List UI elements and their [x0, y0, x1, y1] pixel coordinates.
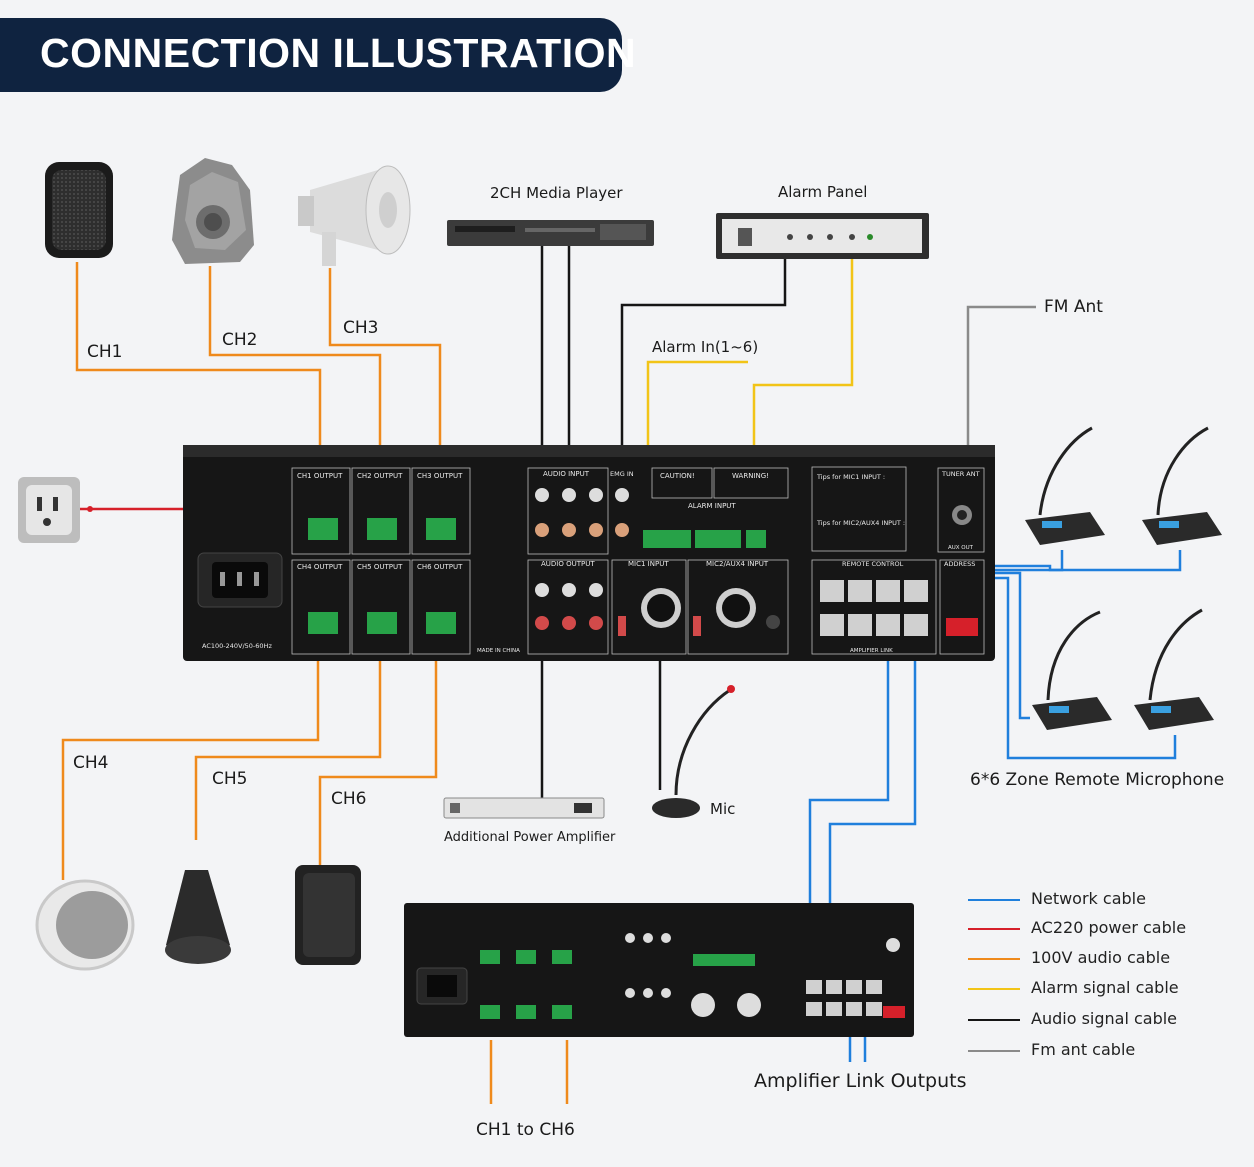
power-rating-text: AC100-240V/50-60Hz	[202, 642, 272, 650]
ch3-label: CH3	[343, 318, 379, 338]
legend-item-alarm: Alarm signal cable	[968, 978, 1228, 1000]
ch4-output-label: CH4 OUTPUT	[297, 563, 343, 571]
tips-mic1-text: Tips for MIC1 INPUT :	[816, 473, 885, 481]
ch1-output-label: CH1 OUTPUT	[297, 472, 343, 480]
ch1-to-ch6-label: CH1 to CH6	[476, 1120, 575, 1140]
link-outputs-label: Amplifier Link Outputs	[754, 1070, 967, 1092]
legend-swatch	[968, 928, 1020, 930]
output-blocks	[291, 467, 471, 655]
legend-item-100v: 100V audio cable	[968, 948, 1228, 970]
legend-item-audio: Audio signal cable	[968, 1009, 1228, 1031]
amplifier-link-label: AMPLIFIER LINK	[850, 648, 893, 654]
link-amplifier	[404, 903, 914, 1037]
gooseneck-mic-icon	[652, 685, 735, 818]
wall-speaker-icon	[295, 865, 361, 965]
audio-input-label: AUDIO INPUT	[543, 470, 590, 478]
legend-label: 100V audio cable	[1031, 948, 1171, 967]
alarm-in-label: Alarm In(1~6)	[652, 338, 759, 356]
aux-out-label: AUX OUT	[948, 545, 974, 551]
alarm-panel-audio-cable	[620, 258, 787, 495]
ch5-cable	[194, 630, 382, 840]
remote-control-label: REMOTE CONTROL	[842, 560, 904, 568]
pendant-speaker-icon	[165, 870, 231, 964]
ch2-label: CH2	[222, 330, 258, 350]
box-speaker-icon	[45, 162, 113, 258]
legend-item-fm: Fm ant cable	[968, 1040, 1228, 1062]
mic2-input-label: MIC2/AUX4 INPUT	[706, 560, 769, 568]
rock-speaker-icon	[172, 158, 254, 264]
wall-socket-icon	[18, 477, 80, 543]
ch2-output-label: CH2 OUTPUT	[357, 472, 403, 480]
mic-label: Mic	[710, 800, 736, 818]
ch3-output-label: CH3 OUTPUT	[417, 472, 463, 480]
ch4-label: CH4	[73, 753, 109, 773]
ceiling-speaker-icon	[35, 879, 135, 971]
link-1	[808, 640, 890, 995]
audio-100v-cables	[61, 262, 569, 1104]
ch6-label: CH6	[331, 789, 367, 809]
legend-swatch	[968, 988, 1020, 990]
ch6-output-label: CH6 OUTPUT	[417, 563, 463, 571]
legend-label: Audio signal cable	[1031, 1009, 1178, 1028]
mic1-input-label: MIC1 INPUT	[628, 560, 669, 568]
address-label: ADDRESS	[944, 560, 975, 568]
caution-label: CAUTION!	[660, 472, 695, 480]
ch2-cable	[208, 266, 382, 520]
remote-mic-label: 6*6 Zone Remote Microphone	[970, 770, 1225, 790]
main-amplifier: AC100-240V/50-60Hz CH1 OUTPUT CH2 OUTPUT…	[183, 445, 995, 661]
horn-speaker-icon	[298, 165, 411, 266]
media-player-device	[447, 220, 654, 246]
alarm-terminal-out	[746, 530, 766, 548]
legend-item-network: Network cable	[968, 889, 1228, 911]
alarm-input-label: ALARM INPUT	[688, 502, 736, 510]
title-banner	[0, 18, 622, 92]
legend-swatch	[968, 1050, 1020, 1052]
legend-label: Network cable	[1031, 889, 1146, 908]
rj45-ports	[820, 580, 928, 636]
alarm-panel-label: Alarm Panel	[778, 183, 868, 201]
alarm-panel-device	[716, 213, 929, 259]
page-title: CONNECTION ILLUSTRATION	[40, 30, 637, 76]
power-plug-dot	[87, 506, 93, 512]
tips-mic2-text: Tips for MIC2/AUX4 INPUT :	[816, 519, 905, 527]
ch3-cable	[328, 268, 442, 520]
warning-label: WARNING!	[732, 472, 769, 480]
legend-swatch	[968, 899, 1020, 901]
tuner-ant-label: TUNER ANT	[941, 470, 980, 478]
ch5-output-label: CH5 OUTPUT	[357, 563, 403, 571]
ch5-label: CH5	[212, 769, 248, 789]
power-amp-label: Additional Power Amplifier	[444, 830, 616, 845]
legend-swatch	[968, 1019, 1020, 1021]
media-player-label: 2CH Media Player	[490, 184, 623, 202]
remote-mic-units	[1025, 426, 1222, 730]
alarm-terminal-b	[695, 530, 741, 548]
emg-in-label: EMG IN	[610, 470, 634, 478]
made-in-text: MADE IN CHINA	[477, 648, 520, 654]
legend-item-power: AC220 power cable	[968, 918, 1228, 940]
rca-jacks	[535, 488, 629, 630]
legend-label: AC220 power cable	[1031, 918, 1187, 937]
fm-ant-label: FM Ant	[1044, 297, 1103, 317]
fm-ant-cable	[966, 305, 1036, 505]
legend-label: Alarm signal cable	[1031, 978, 1179, 997]
audio-output-label: AUDIO OUTPUT	[541, 560, 595, 568]
ch4-cable	[61, 630, 320, 880]
ch1-label: CH1	[87, 342, 123, 362]
legend-label: Fm ant cable	[1031, 1040, 1136, 1059]
alarm-terminal-a	[643, 530, 691, 548]
power-amplifier-device	[443, 797, 605, 819]
ch6-cable	[318, 630, 438, 865]
legend-swatch	[968, 958, 1020, 960]
